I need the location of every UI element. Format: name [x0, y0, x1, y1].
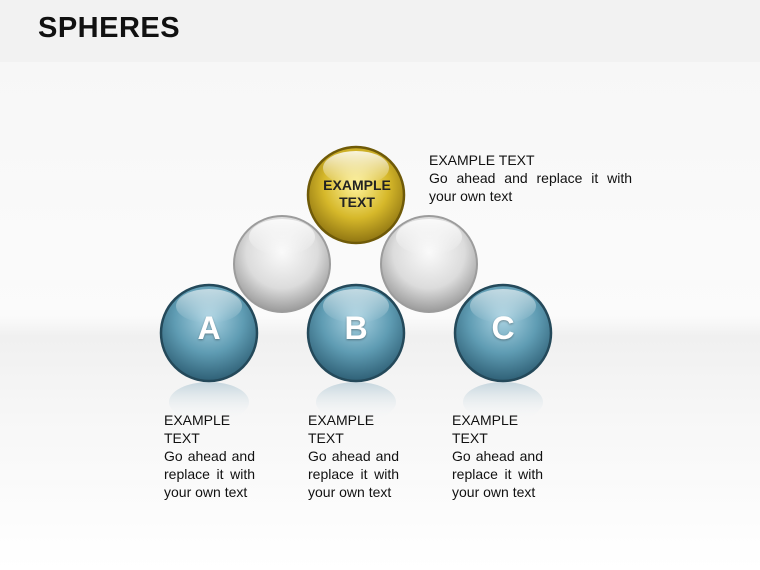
gold-sphere-top — [306, 145, 406, 245]
caption-c-heading: EXAMPLE TEXT — [452, 412, 519, 446]
teal-sphere-a — [159, 283, 259, 383]
top-caption-heading: EXAMPLE TEXT — [429, 152, 535, 168]
top-caption-body: Go ahead and replace it with your own te… — [429, 170, 632, 204]
caption-c: EXAMPLE TEXT Go ahead and replace it wit… — [452, 411, 543, 501]
reflection-c — [463, 382, 543, 422]
silver-sphere-left — [233, 215, 331, 313]
caption-a-heading: EXAMPLE TEXT — [164, 412, 231, 446]
sphere-letter-a: A — [197, 310, 221, 346]
teal-sphere-b — [306, 283, 406, 383]
title-bar: SPHERES — [0, 0, 760, 62]
top-caption: EXAMPLE TEXT Go ahead and replace it wit… — [429, 151, 632, 205]
caption-b: EXAMPLE TEXT Go ahead and replace it wit… — [308, 411, 399, 501]
slide-title: SPHERES — [38, 12, 181, 44]
top-sphere-label: EXAMPLE TEXT — [323, 177, 391, 210]
caption-a-body: Go ahead and replace it with your own te… — [164, 448, 255, 500]
teal-sphere-c — [453, 283, 553, 383]
caption-b-heading: EXAMPLE TEXT — [308, 412, 375, 446]
sphere-letter-b: B — [344, 310, 368, 346]
caption-a: EXAMPLE TEXT Go ahead and replace it wit… — [164, 411, 255, 501]
caption-c-body: Go ahead and replace it with your own te… — [452, 448, 543, 500]
sphere-letter-c: C — [491, 310, 515, 346]
caption-b-body: Go ahead and replace it with your own te… — [308, 448, 399, 500]
reflection-b — [316, 382, 396, 422]
reflection-a — [169, 382, 249, 422]
silver-sphere-right — [380, 215, 478, 313]
